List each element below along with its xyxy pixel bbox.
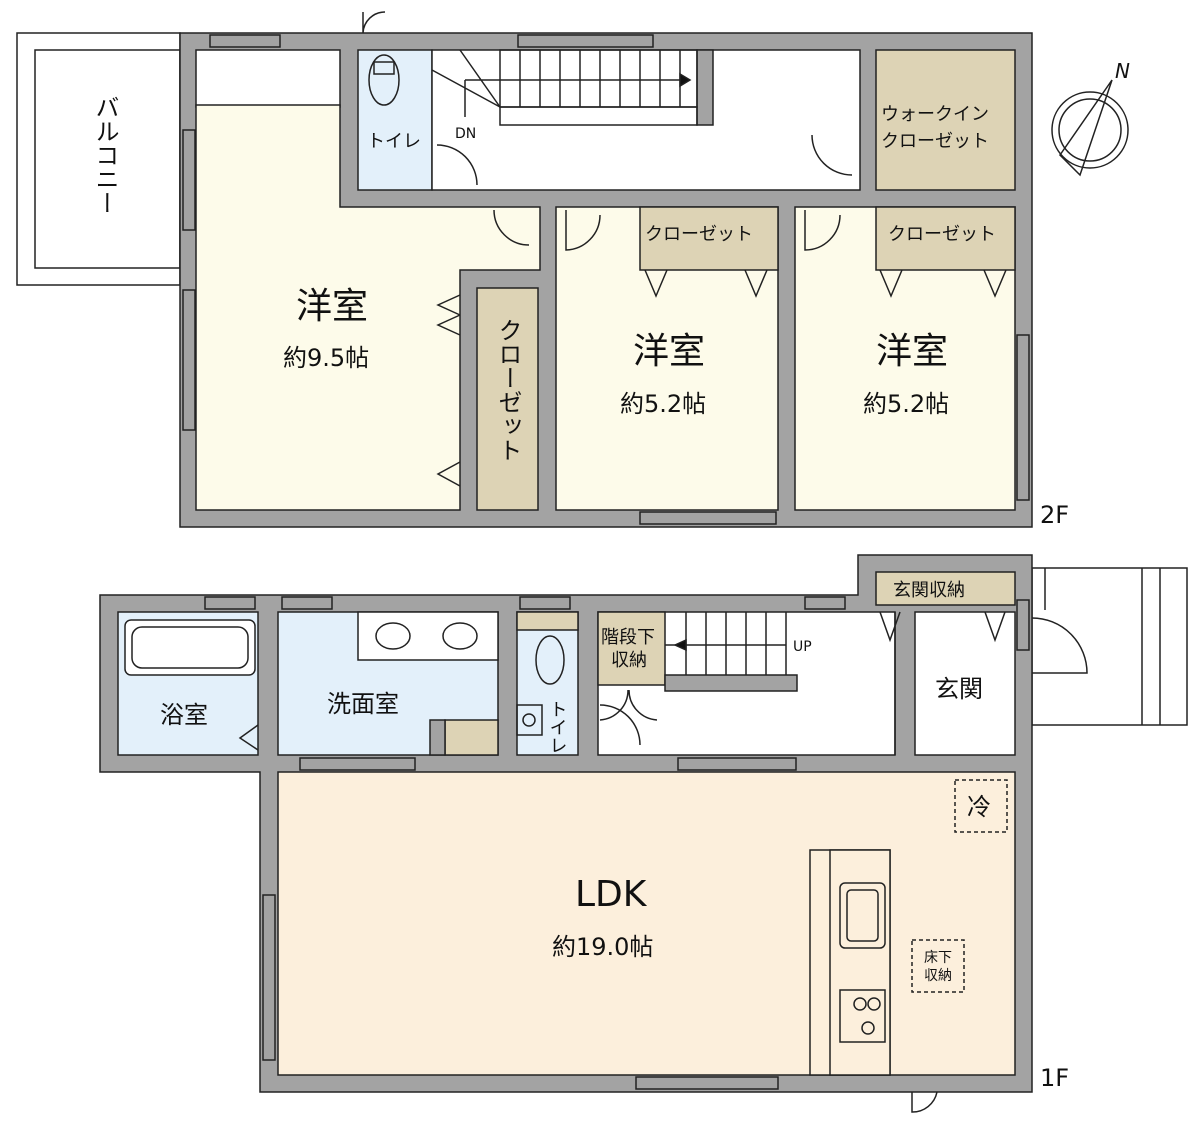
porch: [1031, 567, 1188, 726]
hall-2f: [431, 49, 861, 191]
room-size: 約5.2帖: [620, 390, 706, 418]
entrance-storage-label: 玄関収納: [893, 580, 965, 601]
sink-icon: [375, 622, 411, 650]
stairs-up-label: UP: [793, 639, 812, 655]
ldk-size: 約19.0帖: [552, 933, 653, 961]
balcony-label: バルコニー: [91, 95, 119, 215]
bath-label: 浴室: [160, 701, 208, 729]
kitchen-sink-icon: [839, 882, 886, 949]
floor-storage-label-2: 収納: [924, 968, 952, 984]
walk-in-closet: [875, 49, 1016, 191]
wic-label-line1: ウォークイン: [881, 104, 989, 125]
toilet-label: トイレ: [367, 131, 421, 152]
room-western-9-5: [195, 104, 541, 511]
north-label: N: [1115, 59, 1130, 83]
stove-icon: [839, 989, 886, 1043]
floor-label-1f: 1F: [1040, 1064, 1069, 1092]
closet-right-label: クローゼット: [888, 224, 996, 245]
wic-label-line2: クローゼット: [881, 131, 989, 152]
under-stairs-label-2: 収納: [611, 650, 647, 671]
washroom-label: 洗面室: [327, 690, 399, 718]
room-name: 洋室: [296, 286, 368, 327]
sink-icon: [442, 622, 478, 650]
entrance-storage: [875, 571, 1016, 606]
closet-mid-label: クローゼット: [645, 224, 753, 245]
windows-1f: [204, 596, 1030, 1090]
floor-2: バルコニー クローゼット 洋室 約9.5帖 トイレ DN ウォークイン: [16, 11, 1069, 529]
under-stairs-label-1: 階段下: [601, 627, 655, 648]
room-name: 洋室: [633, 331, 705, 372]
stairs-2f: [431, 49, 698, 126]
windows-2f: [182, 34, 1030, 525]
toilet-label: トイレ: [547, 700, 568, 754]
closet-mid: [639, 206, 779, 271]
room-size: 約9.5帖: [283, 344, 369, 372]
fridge-label: 冷: [967, 793, 991, 821]
compass: N: [1051, 59, 1130, 177]
under-stairs-storage: [597, 611, 666, 686]
entrance-label: 玄関: [935, 675, 983, 703]
room-size: 約5.2帖: [863, 390, 949, 418]
stairs-1f: [664, 612, 798, 692]
room-name: 洋室: [876, 331, 948, 372]
ldk: [277, 771, 1016, 1076]
closet-vertical: [476, 287, 539, 511]
fridge-space: [954, 779, 1008, 833]
ldk-name: LDK: [575, 874, 648, 915]
closet-right: [875, 206, 1016, 271]
stairs-down-label: DN: [455, 126, 476, 142]
floor-storage: [911, 939, 965, 993]
floor-1: 浴室 洗面室 トイレ 階段下 収納 UP 玄関収納 玄関 LDK 約19.0帖: [99, 554, 1188, 1113]
floor-storage-label-1: 床下: [924, 950, 952, 966]
bathtub-icon: [124, 619, 256, 676]
closet-vertical-label: クローゼット: [494, 318, 522, 462]
toilet-icon: [535, 635, 565, 685]
toilet-2f: [357, 49, 433, 191]
balcony: バルコニー: [16, 32, 181, 286]
entrance: [914, 611, 1016, 756]
toilet-icon: [368, 54, 400, 106]
floor-label-2f: 2F: [1040, 501, 1069, 529]
